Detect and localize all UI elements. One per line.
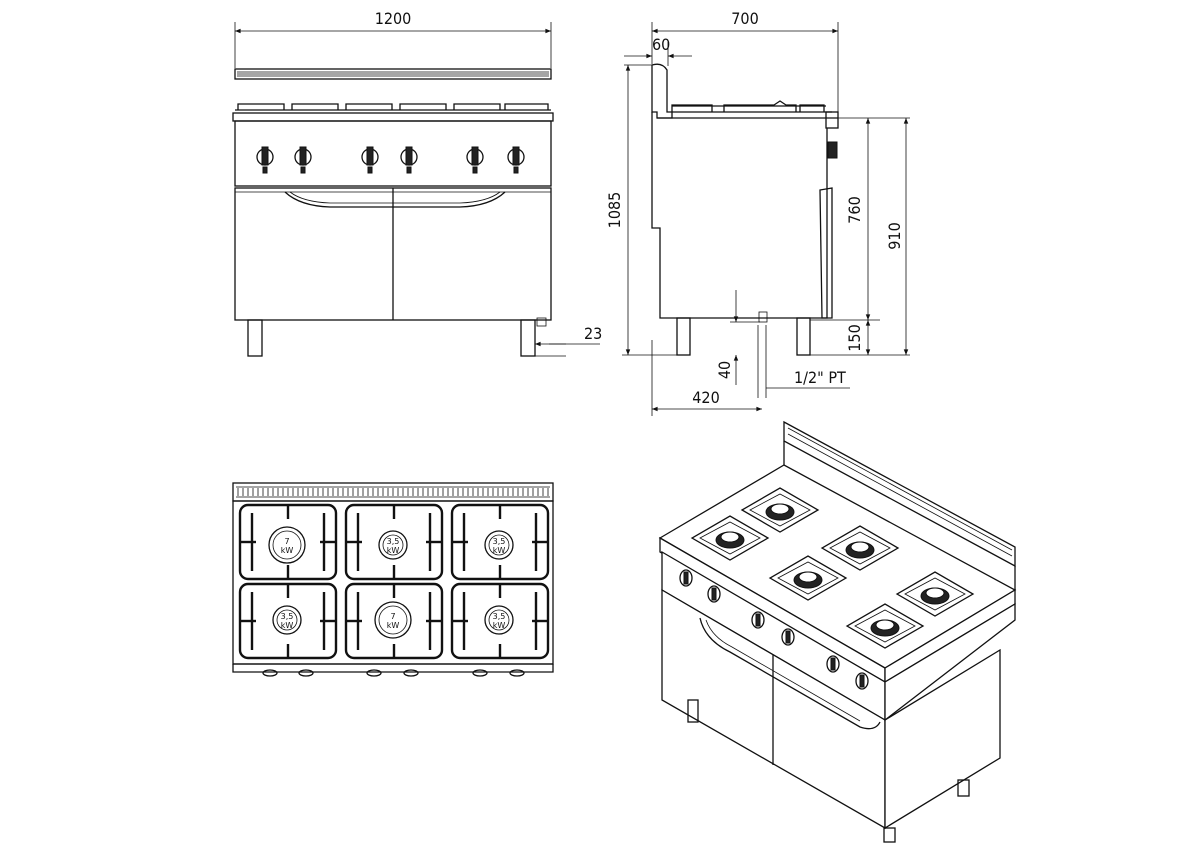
- isometric-view: [658, 420, 1017, 843]
- iso-leg: [687, 699, 699, 723]
- side-knob: [827, 141, 838, 159]
- gas-inlet-depth-label: 420: [692, 388, 719, 407]
- side-grates: [671, 100, 825, 112]
- burner-unit-label: kW: [387, 546, 400, 555]
- burner-power-label: 7: [390, 612, 395, 621]
- body-height-label: 760: [845, 196, 864, 223]
- front-backsplash-vents: [237, 71, 549, 77]
- front-rim: [232, 664, 554, 673]
- side-leg-rear: [676, 317, 691, 356]
- grate-cell: [344, 582, 444, 660]
- burner: 7kW: [268, 526, 306, 564]
- iso-door-handle: [699, 617, 881, 730]
- iso-burners: [690, 487, 975, 649]
- iso-burner: [740, 487, 820, 533]
- side-door: [819, 187, 833, 319]
- iso-knobs: [679, 569, 869, 690]
- burner-power-label: 3,5: [493, 612, 506, 621]
- burner-power-label: 7: [284, 537, 289, 546]
- burner-power-label: 3,5: [387, 537, 400, 546]
- front-leg-left: [247, 319, 263, 357]
- leg-height-label: 150: [845, 324, 864, 351]
- side-backsplash: [651, 63, 673, 119]
- front-grates: [237, 103, 549, 110]
- knob: [361, 146, 379, 174]
- burner: 3,5kW: [272, 605, 302, 635]
- burner-unit-label: kW: [493, 621, 506, 630]
- iso-burner: [845, 603, 925, 649]
- knob: [507, 146, 525, 174]
- side-view: 700 60 1085 760 150 91: [605, 9, 910, 416]
- iso-burner: [690, 515, 770, 561]
- front-control-panel: [234, 120, 552, 187]
- iso-cabinet-side: [884, 648, 1001, 830]
- grate-cell: [344, 503, 444, 581]
- iso-burner: [820, 525, 900, 571]
- control-knobs: [256, 146, 525, 174]
- side-body: [651, 112, 828, 319]
- knob: [466, 146, 484, 174]
- grate-cell: [238, 582, 338, 660]
- front-top-rim: [232, 112, 554, 122]
- front-leg-right: [520, 319, 536, 357]
- burner-power-label: 3,5: [281, 612, 294, 621]
- iso-leg: [957, 779, 970, 797]
- burner-power-label: 3,5: [493, 537, 506, 546]
- hob-outline: [232, 500, 554, 665]
- working-height-label: 910: [885, 222, 904, 249]
- rim-knob-bumps: [262, 669, 525, 677]
- burner-unit-label: kW: [493, 546, 506, 555]
- iso-burner: [895, 571, 975, 617]
- top-backsplash-vents: [237, 488, 549, 496]
- iso-burner: [768, 555, 848, 601]
- burner-unit-label: kW: [387, 621, 400, 630]
- gas-connection-label: 1/2" PT: [794, 368, 846, 387]
- knob: [400, 146, 418, 174]
- knob: [294, 146, 312, 174]
- burner: 3,5kW: [484, 530, 514, 560]
- grate-cell: [450, 582, 550, 660]
- gas-height-label: 40: [715, 361, 734, 379]
- front-view: 1200: [232, 9, 602, 357]
- gas-inlet: [758, 311, 768, 323]
- burner-unit-label: kW: [281, 546, 294, 555]
- burner: 7kW: [374, 601, 412, 639]
- grate-cell: [238, 503, 338, 581]
- iso-leg: [883, 827, 896, 843]
- foot-offset-label: 23: [584, 324, 602, 343]
- side-depth-label: 700: [731, 9, 758, 28]
- burner: 3,5kW: [484, 605, 514, 635]
- grate-cell: [450, 503, 550, 581]
- total-height-label: 1085: [605, 192, 624, 229]
- burner-unit-label: kW: [281, 621, 294, 630]
- knob: [256, 146, 274, 174]
- splash-offset-label: 60: [652, 35, 670, 54]
- front-width-label: 1200: [375, 9, 412, 28]
- front-backsplash: [234, 68, 552, 80]
- front-handle: [284, 191, 506, 208]
- burner: 3,5kW: [378, 530, 408, 560]
- side-leg-front: [796, 317, 811, 356]
